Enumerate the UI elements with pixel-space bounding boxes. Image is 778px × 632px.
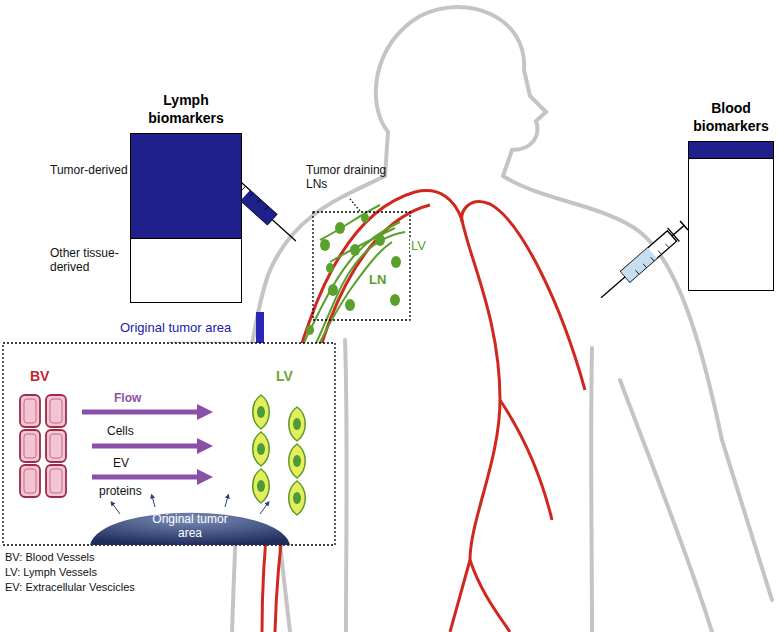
label-text: EV: Extracellular Vescicles xyxy=(5,581,135,594)
tumor-fraction xyxy=(689,142,773,159)
biomarker-bar: Lymph biomarkers xyxy=(130,92,242,303)
tumor-fraction xyxy=(131,134,241,239)
tdln-box xyxy=(313,212,410,320)
tumor-label: Original tumor area xyxy=(150,500,230,541)
tumor-ellipse: Original tumor area xyxy=(90,500,290,545)
label-text: proteins xyxy=(99,484,142,498)
label-text: Tumor draining LNs xyxy=(306,163,388,192)
label-text: Original tumor area xyxy=(120,320,231,336)
tumor-mark xyxy=(256,312,264,346)
label-text: Other tissue-derived xyxy=(50,246,132,275)
blood-vessel-cells xyxy=(20,395,66,497)
biomarker-column xyxy=(130,133,242,303)
label-text: LV xyxy=(410,238,427,254)
biomarker-column xyxy=(688,141,774,291)
chart-heading: Lymph biomarkers xyxy=(130,92,242,127)
chart-heading: Blood biomarkers xyxy=(688,100,774,135)
label-text: LV: Lymph Vessels xyxy=(5,566,97,579)
label-text: Flow xyxy=(114,391,141,405)
label-text: Tumor-derived xyxy=(50,163,132,177)
biomarker-bar: Blood biomarkers xyxy=(688,100,774,291)
leader-line xyxy=(350,199,360,211)
release-arrow xyxy=(112,496,268,514)
label-text: LV xyxy=(276,368,293,385)
label-text: LN xyxy=(368,272,387,288)
label-text: BV: Blood Vessels xyxy=(5,551,94,564)
flow-arrow xyxy=(82,412,205,477)
label-text: Cells xyxy=(107,424,134,438)
lymph-vessel-cells xyxy=(253,395,306,515)
label-text: EV xyxy=(113,456,129,470)
label-text: BV xyxy=(30,368,49,385)
syringe xyxy=(595,219,690,305)
inset-box xyxy=(3,343,335,545)
